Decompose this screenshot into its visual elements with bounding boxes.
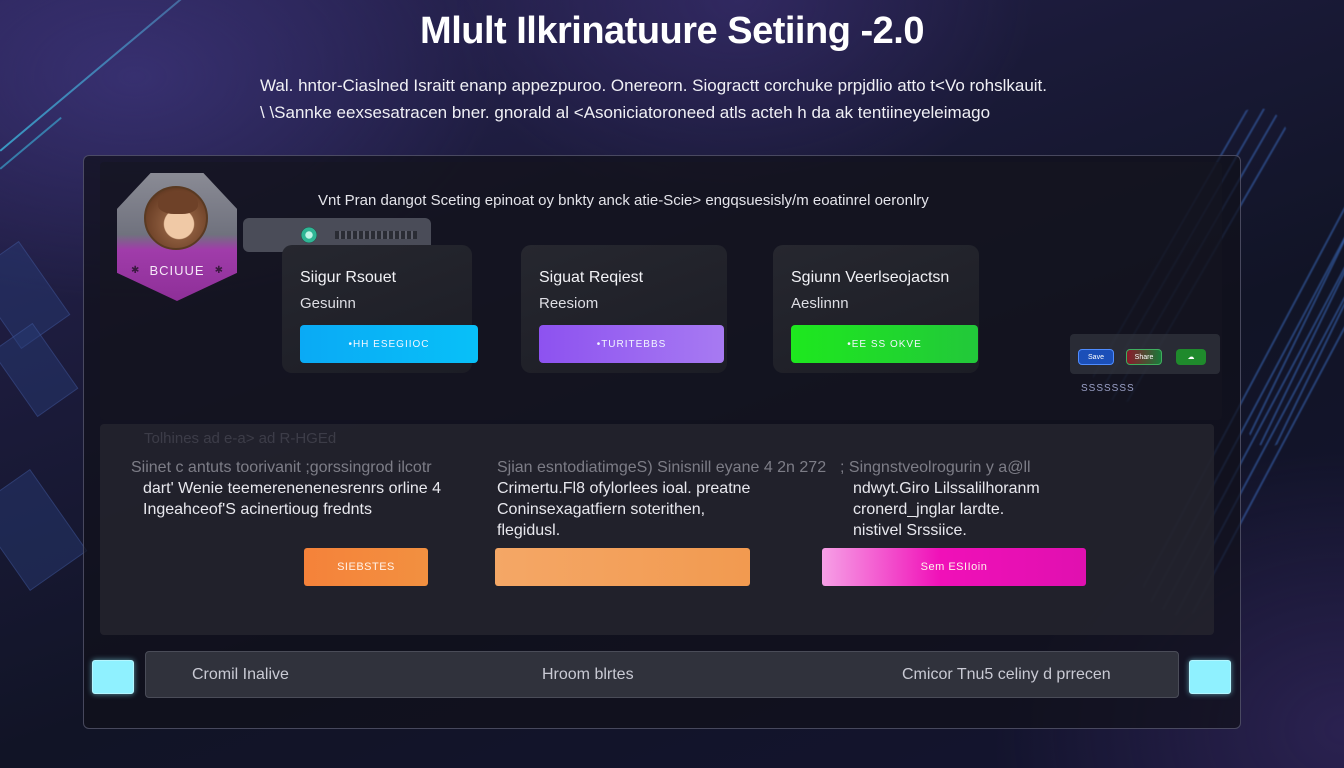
footer-item[interactable]: Cmicor Tnu5 celiny d prrecen [902,666,1111,683]
card-action-button[interactable]: •HH ESEGIIOC [300,325,478,363]
cloud-chip-icon[interactable]: ☁ [1176,349,1206,365]
details-column: ; Singnstveolrogurin y a@ll ndwyt.Giro L… [840,457,1100,541]
details-line: Ingeahceof'S acinertioug frednts [143,501,372,518]
action-button-pink[interactable]: Sem ESIIoin [822,548,1086,586]
subtitle-line: \ \Sannke eexsesatracen bner. gnorald al… [260,103,991,122]
card-title: Sgiunn Veerlseojactsn [791,269,950,286]
page-title: Mlult Ilkrinatuure Setiing -2.0 [420,10,924,52]
subtitle-line: Wal. hntor-Ciaslned Israitt enanp appezp… [260,76,1047,95]
slider-track[interactable] [335,231,417,239]
signature-card: Siigur Rsouet Gesuinn •HH ESEGIIOC [282,245,478,373]
right-toggle-button[interactable] [1189,660,1231,694]
card-action-button[interactable]: •TURITEBBS [539,325,724,363]
page-subtitle: Wal. hntor-Ciaslned Israitt enanp appezp… [260,72,1140,126]
save-chip-icon[interactable]: Save [1078,349,1114,365]
details-line: cronerd_jnglar lardte. [853,501,1005,518]
left-toggle-button[interactable] [92,660,134,694]
details-line: Sjian esntodiatimgeS) Sinisnill eyane 4 … [497,459,827,476]
eye-knob-icon[interactable] [301,227,317,243]
section-heading: Vnt Pran dangot Sceting epinoat oy bnkty… [318,192,929,209]
card-subtitle: Reesiom [539,295,599,312]
details-line: dart' Wenie teemerenenenesrenrs orline 4 [143,480,442,497]
signature-card: Sgiunn Veerlseojactsn Aeslinnn •EE SS OK… [773,245,979,373]
details-heading: Tolhines ad e-a> ad R-HGEd [144,430,337,447]
mini-toolbar-caption: SSSSSSS [1081,383,1135,394]
footer-bar: Cromil Inalive Hroom blrtes Cmicor Tnu5 … [145,651,1179,698]
card-action-button[interactable]: •EE SS OKVE [791,325,978,363]
paw-icon: ✱ [214,265,223,276]
avatar-icon [144,186,208,250]
details-panel [100,424,1214,635]
mini-toolbar: Save Share ☁ [1070,334,1220,374]
action-button-orange[interactable]: SIEBSTES [304,548,428,586]
background-streak [0,116,62,170]
background-code-band [1241,166,1344,454]
details-line: ; Singnstveolrogurin y a@ll [840,459,1031,476]
action-button-peach[interactable] [495,548,750,586]
details-line: Coninsexagatfiern soterithen, [497,501,706,518]
footer-item[interactable]: Cromil Inalive [192,666,289,683]
background-shard [0,240,71,350]
card-title: Siigur Rsouet [300,269,397,286]
share-chip-icon[interactable]: Share [1126,349,1162,365]
details-line: flegidusl. [497,522,561,539]
footer-item[interactable]: Hroom blrtes [542,666,634,683]
details-line: Siinet c antuts toorivanit ;gorssingrod … [131,459,432,476]
signature-card: Siguat Reqiest Reesiom •TURITEBBS [521,245,727,373]
background-shard [0,322,79,418]
profile-badge[interactable]: ✱ ✱ BCIUUE [117,173,237,301]
paw-icon: ✱ [131,265,140,276]
details-column: Siinet c antuts toorivanit ;gorssingrod … [131,457,491,520]
details-line: ndwyt.Giro Lilssalilhoranm [853,480,1040,497]
details-line: nistivel Srssiice. [853,522,967,539]
card-subtitle: Aeslinnn [791,295,849,312]
background-shard [0,468,88,592]
details-column: Sjian esntodiatimgeS) Sinisnill eyane 4 … [497,457,827,541]
card-subtitle: Gesuinn [300,295,356,312]
card-title: Siguat Reqiest [539,269,644,286]
details-line: Crimertu.Fl8 ofylorlees ioal. preatne [497,480,751,497]
badge-name: BCIUUE [149,263,205,278]
